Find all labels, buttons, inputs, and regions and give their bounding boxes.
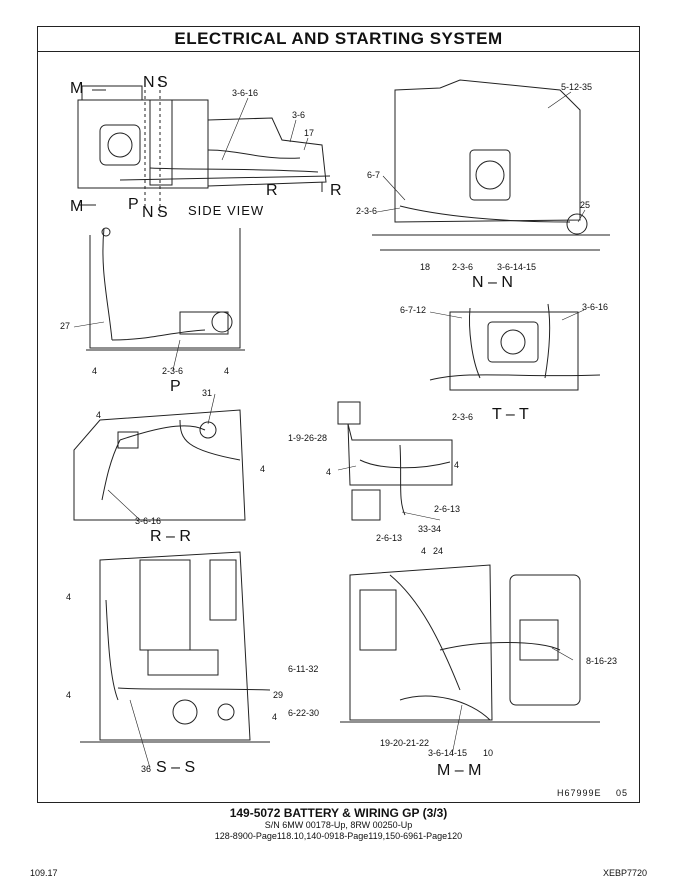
rr-view-drawing xyxy=(73,393,246,521)
callout-label: 3-6-14-15 xyxy=(428,748,468,758)
callout-label: 29 xyxy=(273,690,284,700)
callout-label: 3-6-16 xyxy=(135,516,162,526)
ss-view-drawing xyxy=(80,551,271,769)
callout-label: 6-7 xyxy=(367,170,381,180)
section-letter-n: N xyxy=(143,74,155,91)
callout-label: 2-6-13 xyxy=(434,504,461,514)
callout-label: 18 xyxy=(420,262,431,272)
section-letter-p: P xyxy=(128,196,139,213)
section-letter-n-lower: N xyxy=(142,204,154,221)
section-letter-s-lower: S xyxy=(157,204,168,221)
view-title-mm: M – M xyxy=(437,762,482,779)
page-title: ELECTRICAL AND STARTING SYSTEM xyxy=(37,26,640,52)
caption-title: 149-5072 BATTERY & WIRING GP (3/3) xyxy=(229,806,448,820)
callout-label: 36 xyxy=(141,764,152,774)
drawing-frame xyxy=(37,26,640,803)
callout-label: 5-12-35 xyxy=(561,82,593,92)
section-letter-r-right: R xyxy=(330,182,342,199)
tt-view-drawing xyxy=(429,303,601,391)
callout-label: 8-16-23 xyxy=(586,656,618,666)
callout-label: 17 xyxy=(304,128,315,138)
figure-code: H67999E xyxy=(557,788,602,798)
callout-label: 10 xyxy=(483,748,494,758)
callout-label: 3-6-16 xyxy=(582,302,609,312)
view-title-rr: R – R xyxy=(150,528,191,545)
callout-label: 4 xyxy=(96,410,102,420)
callout-label: 4 xyxy=(224,366,230,376)
callout-label: 3-6 xyxy=(292,110,306,120)
callout-label: 4 xyxy=(272,712,278,722)
callout-label: 27 xyxy=(60,321,71,331)
callout-label: 4 xyxy=(260,464,266,474)
view-title-ss: S – S xyxy=(156,759,196,776)
callout-label: 3-6-16 xyxy=(232,88,259,98)
callout-label: 31 xyxy=(202,388,213,398)
section-letter-m: M xyxy=(70,80,84,97)
view-title-p: P xyxy=(170,378,181,395)
side-view-drawing xyxy=(77,78,331,215)
figure-sheet: 05 xyxy=(616,788,629,798)
callout-label: 4 xyxy=(326,467,332,477)
callout-label: 4 xyxy=(66,592,72,602)
callout-label: 2-3-6 xyxy=(452,412,474,422)
nn-view-drawing xyxy=(372,79,610,251)
section-letter-m-lower: M xyxy=(70,198,84,215)
section-letter-r: R xyxy=(266,182,278,199)
p-view-drawing xyxy=(73,227,245,371)
callout-label: 6-11-32 xyxy=(288,664,319,674)
mm-view-drawing xyxy=(340,564,600,756)
document-code: XEBP7720 xyxy=(603,868,648,878)
middle-view-drawing xyxy=(337,401,453,521)
callout-label: 4 xyxy=(66,690,72,700)
callout-label: 4 xyxy=(421,546,427,556)
callout-label: 33-34 xyxy=(418,524,442,534)
callout-label: 2-3-6 xyxy=(452,262,474,272)
callout-label: 4 xyxy=(454,460,460,470)
caption-serials: S/N 6MW 00178-Up, 8RW 00250-Up xyxy=(264,820,413,830)
side-view-title: SIDE VIEW xyxy=(188,203,265,218)
view-title-nn: N – N xyxy=(472,274,513,291)
callout-label: 6-22-30 xyxy=(288,708,320,718)
caption-references: 128-8900-Page118.10,140-0918-Page119,150… xyxy=(214,831,463,841)
callout-label: 1-9-26-28 xyxy=(288,433,328,443)
callout-label: 19-20-21-22 xyxy=(380,738,430,748)
callout-label: 6-7-12 xyxy=(400,305,427,315)
callout-label: 2-6-13 xyxy=(376,533,403,543)
page-number: 109.17 xyxy=(30,868,58,878)
section-letter-s: S xyxy=(157,74,168,91)
callout-label: 25 xyxy=(580,200,591,210)
callout-label: 2-3-6 xyxy=(162,366,184,376)
callout-label: 3-6-14-15 xyxy=(497,262,537,272)
callout-label: 24 xyxy=(433,546,444,556)
callout-label: 4 xyxy=(92,366,98,376)
view-title-tt: T – T xyxy=(492,406,529,423)
callout-label: 2-3-6 xyxy=(356,206,378,216)
